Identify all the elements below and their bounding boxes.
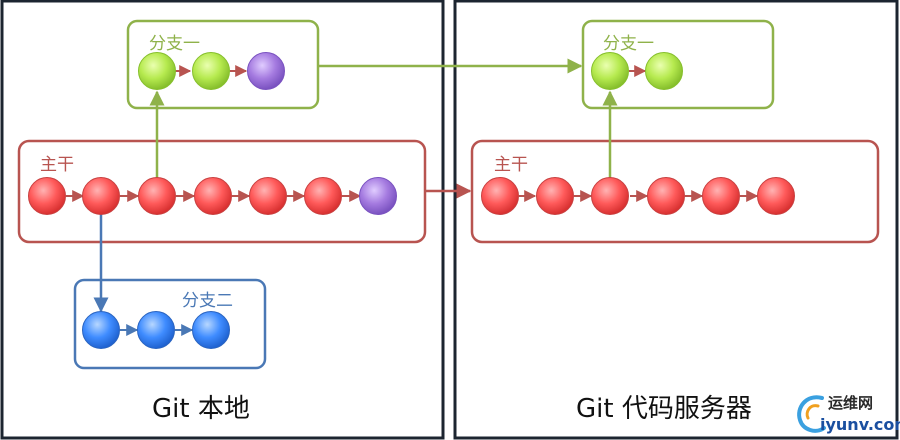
watermark-text: 运维网 xyxy=(828,394,874,412)
local-branch2-box xyxy=(73,278,267,370)
local-branch2-commit xyxy=(137,311,175,349)
server-main-commit xyxy=(591,177,629,215)
local-branch1-commit xyxy=(138,52,176,90)
server-main-commit xyxy=(702,177,740,215)
local-main-label: 主干 xyxy=(40,155,74,175)
local-branch2-label: 分支二 xyxy=(182,291,233,311)
local-branch2-commit xyxy=(192,311,230,349)
watermark-swirl-icon xyxy=(797,395,826,433)
local-branch2-commit xyxy=(82,311,120,349)
local-branch1-label: 分支一 xyxy=(149,34,200,54)
local-panel xyxy=(0,0,445,440)
local-branch1-box xyxy=(126,19,320,110)
server-branch1-label: 分支一 xyxy=(603,34,654,54)
server-main-label: 主干 xyxy=(494,155,528,175)
local-main-commit xyxy=(304,177,342,215)
local-main-commit xyxy=(249,177,287,215)
local-main-commit xyxy=(28,177,66,215)
local-branch1-commit-new xyxy=(247,52,285,90)
server-main-commit xyxy=(647,177,685,215)
server-main-commit xyxy=(481,177,519,215)
server-branch1-commit xyxy=(591,52,629,90)
watermark-url: iyunv.com xyxy=(820,415,900,434)
local-panel-caption: Git 本地 xyxy=(152,394,250,424)
local-branch1-commit xyxy=(192,52,230,90)
server-main-commit xyxy=(757,177,795,215)
local-main-commit xyxy=(82,177,120,215)
watermark-logo: 运维网 iyunv.com xyxy=(792,388,900,440)
server-panel-caption: Git 代码服务器 xyxy=(576,394,752,424)
local-main-commit xyxy=(138,177,176,215)
server-main-box xyxy=(470,139,880,244)
server-panel xyxy=(453,0,899,440)
server-branch1-box xyxy=(581,19,775,110)
server-main-commit xyxy=(536,177,574,215)
local-main-commit xyxy=(194,177,232,215)
server-branch1-commit xyxy=(645,52,683,90)
local-main-commit-new xyxy=(359,177,397,215)
